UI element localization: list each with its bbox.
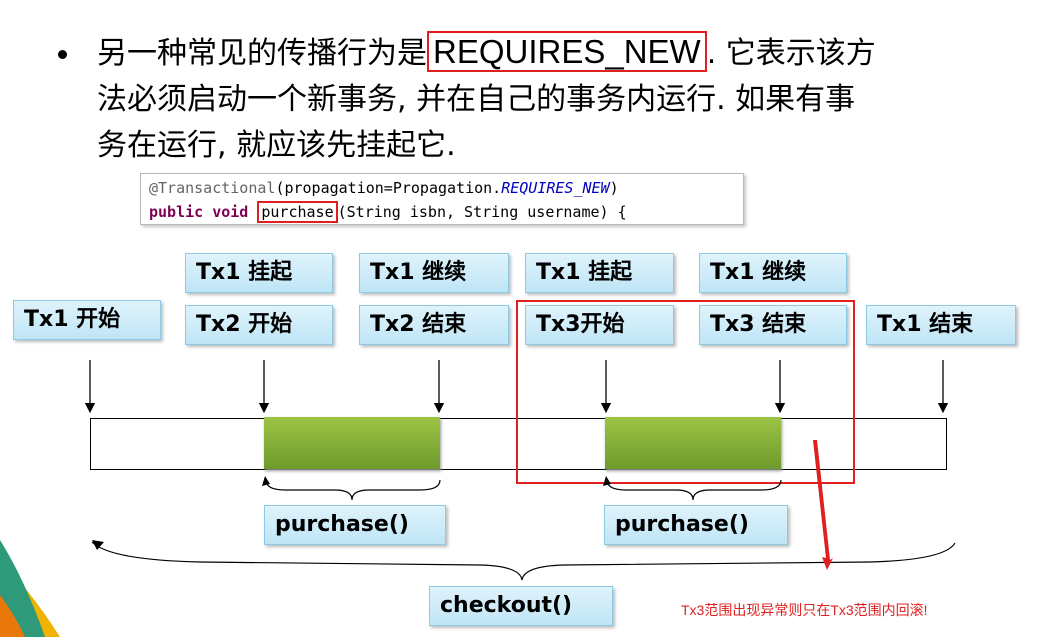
tx3-scope-highlight	[516, 300, 855, 484]
checkout-brace	[91, 541, 956, 581]
tx1-resume-box-b: Tx1 继续	[699, 253, 847, 293]
code-params: (String isbn, String username) {	[337, 203, 627, 221]
code-modifiers: public void	[149, 203, 249, 221]
purchase-brace-b	[606, 479, 782, 501]
tx2-segment	[264, 417, 440, 469]
code-annotation: @Transactional	[149, 179, 276, 197]
tx3-start-box: Tx3开始	[525, 305, 674, 345]
tx2-start-box: Tx2 开始	[185, 305, 333, 345]
rollback-note: Tx3范围出现异常则只在Tx3范围内回滚!	[681, 602, 928, 618]
bullet-line-1-post: . 它表示该方	[706, 36, 876, 71]
code-annotation-args: (propagation=Propagation.	[275, 179, 502, 197]
purchase-box-b: purchase()	[604, 505, 788, 545]
code-annotation-close: )	[609, 179, 619, 197]
requires-new-highlight: REQUIRES_NEW	[427, 31, 707, 72]
tx3-end-box: Tx3 结束	[699, 305, 847, 345]
tx3-segment	[605, 417, 781, 469]
bullet-line-3: 务在运行, 就应该先挂起它.	[97, 128, 456, 163]
code-propagation-const: REQUIRES_NEW	[501, 179, 610, 197]
slide-corner-decoration	[0, 540, 60, 637]
tx1-resume-box-a: Tx1 继续	[359, 253, 509, 293]
purchase-box-a: purchase()	[264, 505, 446, 545]
checkout-box: checkout()	[429, 586, 613, 626]
bullet-line-1-pre: 另一种常见的传播行为是	[97, 36, 427, 71]
exception-arrow	[813, 440, 833, 570]
code-method-name: purchase	[257, 201, 338, 223]
bullet-line-2: 法必须启动一个新事务, 并在自己的事务内运行. 如果有事	[97, 82, 856, 117]
transaction-timeline-bar	[90, 418, 947, 470]
code-snippet: @Transactional(propagation=Propagation.R…	[140, 173, 744, 225]
code-line-1: @Transactional(propagation=Propagation.R…	[149, 176, 735, 200]
tx2-end-box: Tx2 结束	[359, 305, 509, 345]
purchase-brace-a	[265, 479, 441, 501]
tx1-suspend-box-b: Tx1 挂起	[525, 253, 674, 293]
tx1-end-box: Tx1 结束	[866, 305, 1016, 345]
tx1-start-box: Tx1 开始	[13, 300, 161, 340]
tx1-suspend-box-a: Tx1 挂起	[185, 253, 333, 293]
code-line-2: public void purchase(String isbn, String…	[149, 200, 735, 224]
bullet-dot	[58, 50, 67, 59]
